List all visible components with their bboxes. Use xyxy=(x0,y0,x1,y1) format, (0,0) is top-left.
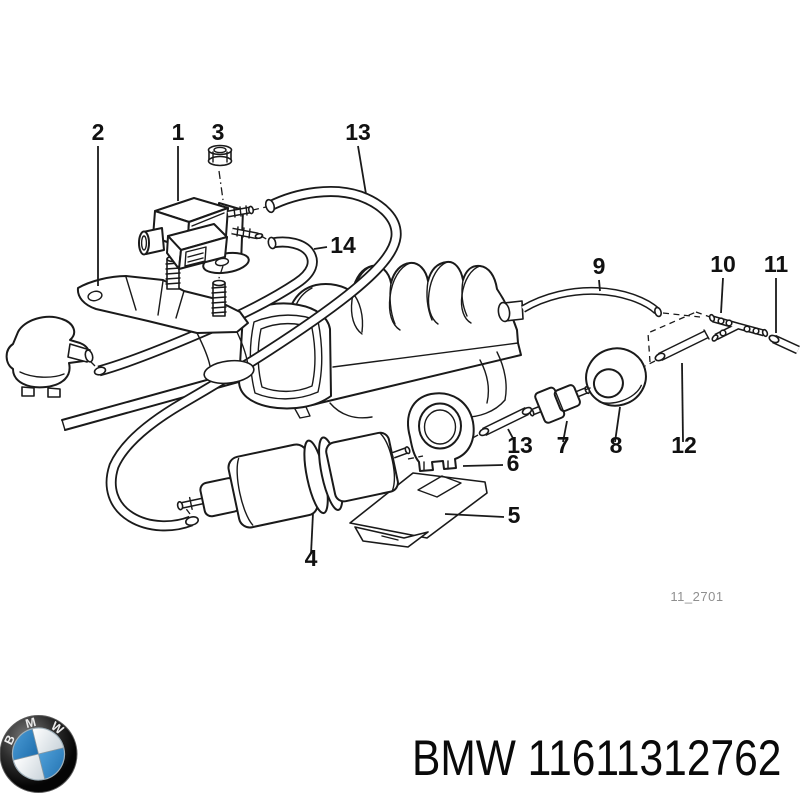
hose-barb xyxy=(231,226,264,240)
part-label-2: 2 xyxy=(92,119,105,145)
part-label-12: 12 xyxy=(671,432,697,458)
valve-port xyxy=(138,227,165,256)
part-label-9: 9 xyxy=(593,253,606,279)
logo-letter-m: M xyxy=(24,715,37,731)
electrical-connector xyxy=(166,223,228,270)
short-tube-13 xyxy=(478,406,533,437)
holder-clamp xyxy=(407,392,475,472)
part-label-5: 5 xyxy=(508,502,521,528)
vacuum-hose-14 xyxy=(93,236,318,377)
vacuum-hose-13 xyxy=(105,186,402,532)
part-label-10: 10 xyxy=(710,251,736,277)
part-number-caption: BMW 11611312762 xyxy=(412,730,782,786)
connector-pipe-12 xyxy=(654,329,710,362)
hose-stub-11 xyxy=(768,334,800,355)
air-valve-body xyxy=(5,315,94,398)
mounting-bracket xyxy=(76,255,255,385)
heat-shield xyxy=(349,472,488,548)
breather-hose-9 xyxy=(497,286,662,323)
part-label-13b: 13 xyxy=(507,432,533,458)
part-callouts: 2 1 3 13 14 9 10 11 13 7 8 12 6 5 4 xyxy=(92,119,789,571)
part-label-7: 7 xyxy=(557,432,570,458)
vacuum-damper xyxy=(528,384,591,424)
solenoid-valve xyxy=(138,197,264,275)
diagram-reference-code: 11_2701 xyxy=(670,589,723,604)
part-label-6: 6 xyxy=(507,450,520,476)
part-label-11: 11 xyxy=(764,251,789,277)
part-label-1: 1 xyxy=(172,119,185,145)
bracket-stud xyxy=(211,279,227,317)
hex-nut xyxy=(207,144,233,167)
part-label-13: 13 xyxy=(345,119,371,145)
part-label-14: 14 xyxy=(330,232,356,258)
part-label-8: 8 xyxy=(610,432,623,458)
fuel-filter xyxy=(176,431,411,529)
part-label-4: 4 xyxy=(305,545,318,571)
grommet-ring xyxy=(585,347,647,407)
t-connector xyxy=(708,313,769,342)
assembly-dashed-lines xyxy=(88,170,711,515)
bmw-logo: B M W xyxy=(0,715,78,793)
part-label-3: 3 xyxy=(212,119,225,145)
leader-lines xyxy=(97,145,777,555)
